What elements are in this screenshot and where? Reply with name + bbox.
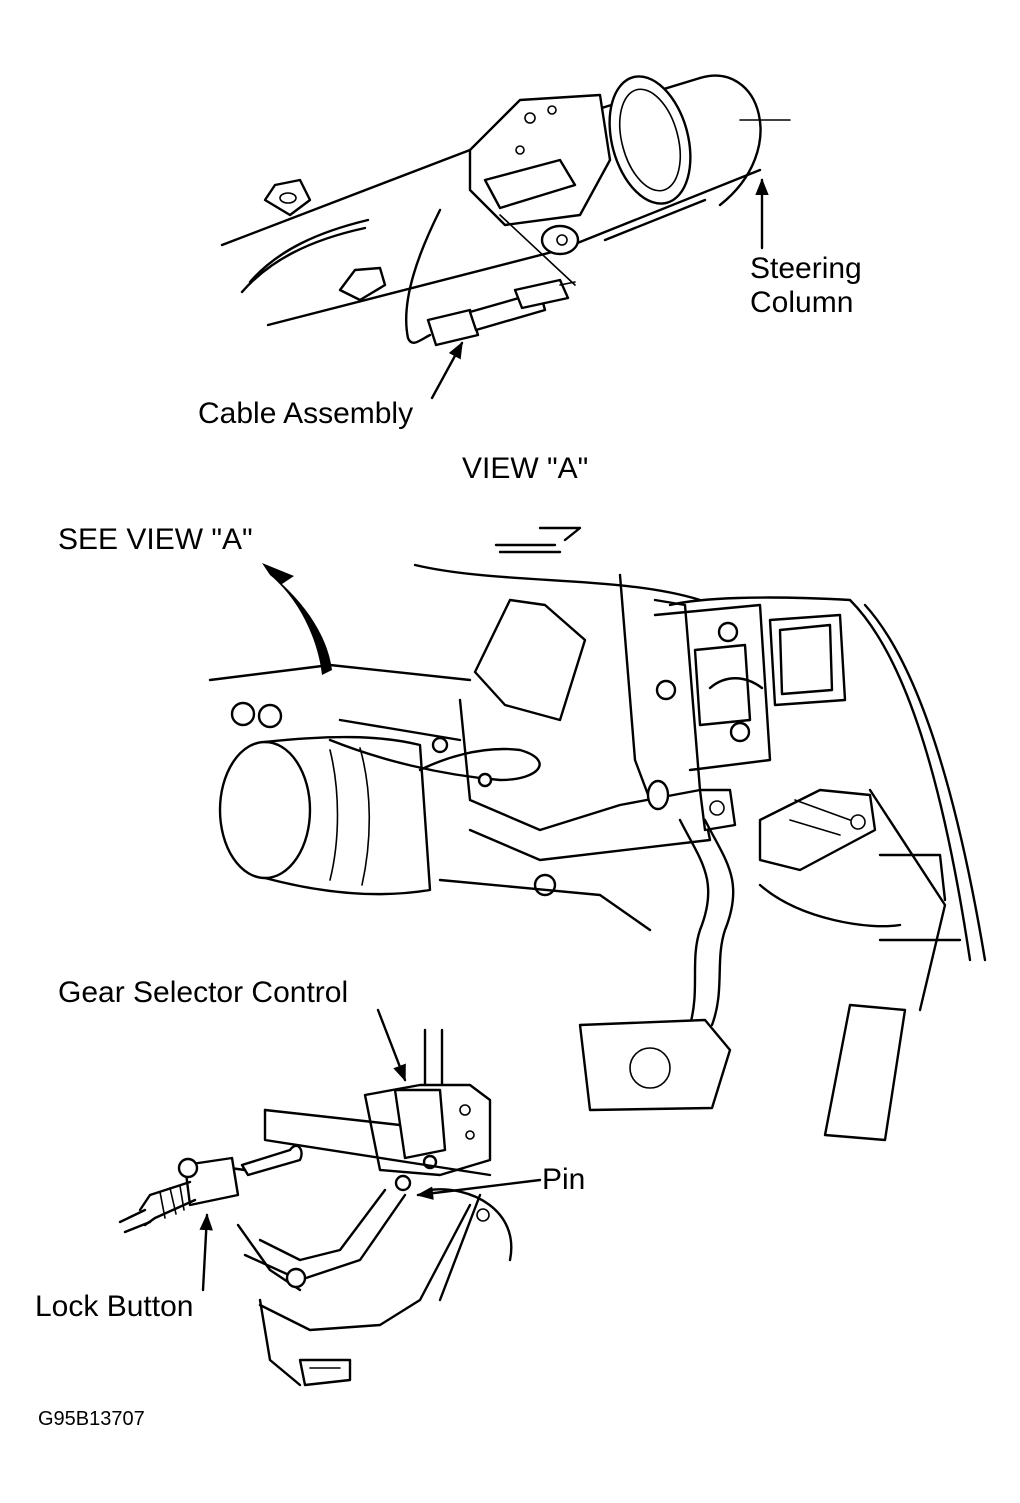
steering-column-label-line2: Column bbox=[750, 286, 854, 319]
steering-column-label-line1: Steering bbox=[750, 252, 862, 285]
figure-code: G95B13707 bbox=[38, 1408, 145, 1430]
pin-label: Pin bbox=[542, 1163, 586, 1196]
cable-assembly-label: Cable Assembly bbox=[198, 397, 414, 430]
main-view-illustration bbox=[118, 526, 987, 1387]
lock-button-label: Lock Button bbox=[35, 1290, 194, 1323]
view-a-illustration bbox=[220, 74, 791, 400]
steering-column-label: Steering Column bbox=[750, 252, 862, 320]
gear-selector-control-label: Gear Selector Control bbox=[58, 976, 349, 1009]
see-view-a-label: SEE VIEW "A" bbox=[58, 523, 253, 556]
view-a-title: VIEW "A" bbox=[462, 452, 589, 485]
